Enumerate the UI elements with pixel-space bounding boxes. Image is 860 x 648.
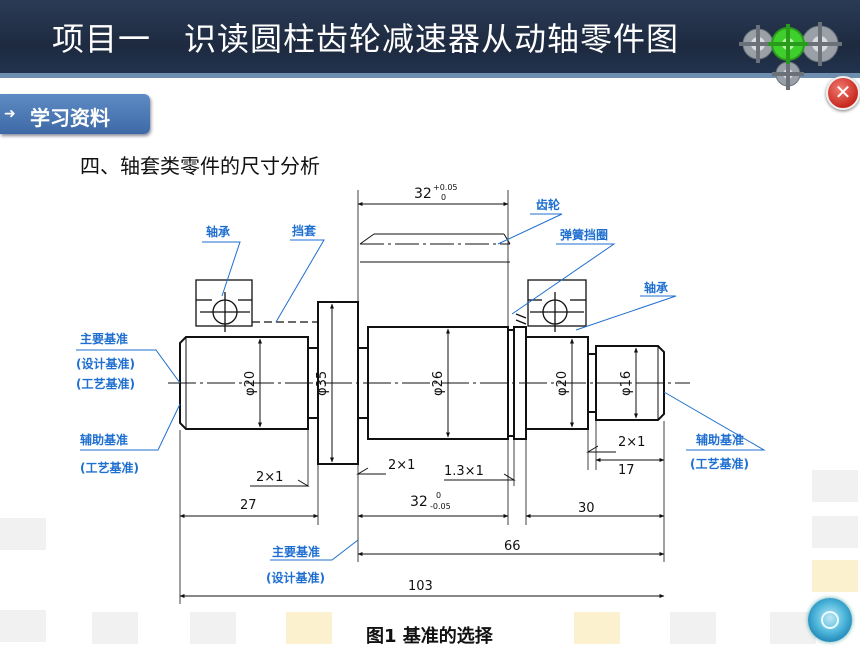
label-snap-ring: 弹簧挡圈 — [560, 227, 608, 242]
circle-icon — [821, 611, 839, 629]
label-sleeve: 挡套 — [292, 223, 317, 238]
shaft-drawing: 轴承 挡套 齿轮 弹簧挡圈 轴承 主要基准 (设计基准) (工艺基准) 辅助基准… — [46, 176, 790, 612]
dim-len-30: 30 — [578, 501, 595, 516]
label-bearing-left: 轴承 — [206, 224, 230, 239]
label-main-datum-left: 主要基准 — [80, 331, 128, 346]
label-design-datum-bottom: (设计基准) — [266, 570, 325, 585]
label-design-datum-left: (设计基准) — [76, 356, 135, 371]
dim-d20-left: φ20 — [243, 371, 258, 396]
close-icon: ✕ — [834, 80, 852, 104]
gear-outline — [359, 233, 511, 263]
dim-d35: φ35 — [315, 371, 330, 396]
dimension-lines — [179, 202, 665, 598]
extension-lines — [179, 190, 665, 604]
dim-mid-32-lower: -0.05 — [430, 502, 451, 511]
dim-len-103: 103 — [408, 579, 433, 594]
bearing-left — [195, 279, 318, 332]
dim-chamfer-left: 2×1 — [256, 470, 283, 485]
dim-len-27: 27 — [240, 498, 257, 513]
dim-d16: φ16 — [619, 371, 634, 396]
dim-len-66: 66 — [504, 539, 521, 554]
dim-top-32-lower: 0 — [441, 193, 446, 202]
dim-top-32-upper: +0.05 — [433, 183, 458, 192]
dim-d26: φ26 — [431, 371, 446, 396]
gears-icon — [739, 22, 842, 90]
dim-chamfer-right: 2×1 — [618, 435, 645, 450]
label-aux-datum-right: 辅助基准 — [696, 432, 744, 447]
dim-top-32: 32 — [414, 186, 432, 202]
dim-groove: 1.3×1 — [444, 464, 484, 479]
dim-chamfer-mid: 2×1 — [388, 458, 415, 473]
figure-caption: 图1 基准的选择 — [366, 626, 493, 647]
label-aux-process-left: (工艺基准) — [80, 460, 139, 475]
dim-mid-32-upper: 0 — [436, 491, 441, 500]
section-subtitle: 四、轴套类零件的尺寸分析 — [80, 154, 320, 178]
label-bearing-right: 轴承 — [644, 280, 668, 295]
dim-mid-32: 32 — [410, 494, 428, 510]
label-gear: 齿轮 — [536, 197, 561, 212]
shaft-drawing-svg: 轴承 挡套 齿轮 弹簧挡圈 轴承 主要基准 (设计基准) (工艺基准) 辅助基准… — [76, 183, 766, 604]
section-tab[interactable]: ➜ 学习资料 — [0, 94, 150, 134]
close-button[interactable]: ✕ — [826, 76, 860, 110]
label-process-datum-left: (工艺基准) — [76, 376, 135, 391]
label-aux-datum-left: 辅助基准 — [80, 432, 128, 447]
page-title: 项目一 识读圆柱齿轮减速器从动轴零件图 — [52, 20, 680, 58]
shaft-body — [179, 301, 665, 465]
leader-lines — [76, 213, 766, 561]
label-aux-process-right: (工艺基准) — [690, 456, 749, 471]
header-bar: 项目一 识读圆柱齿轮减速器从动轴零件图 — [0, 0, 860, 90]
dim-len-17: 17 — [618, 463, 635, 478]
arrow-right-icon: ➜ — [4, 106, 16, 122]
dim-d20-right: φ20 — [555, 371, 570, 396]
section-tab-label: 学习资料 — [30, 106, 110, 130]
navigation-button[interactable] — [808, 598, 852, 642]
header-rule — [0, 73, 860, 78]
label-main-datum-bottom: 主要基准 — [272, 544, 320, 559]
